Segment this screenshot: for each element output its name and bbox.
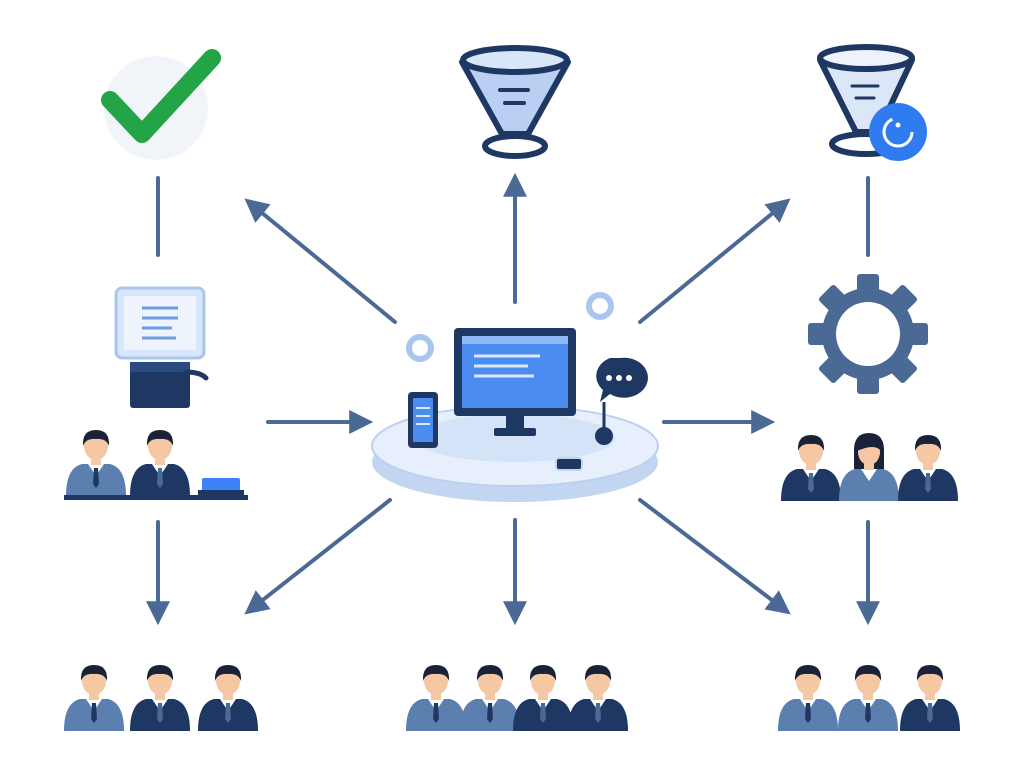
arrow-hub-to-approval [244,198,397,324]
node-dot-left [406,334,434,362]
right-team [781,433,958,501]
desk [64,495,248,500]
document-printer-icon [114,286,209,408]
phone-icon [408,392,438,448]
node-dot-right [586,292,614,320]
small-device-icon [555,457,583,471]
clock-badge-icon [869,103,927,161]
connectors [146,172,880,626]
arrow-hub-to-bottom-right [638,498,791,615]
check-icon [101,49,221,143]
central-hub [371,292,659,502]
monitor-icon [454,328,576,436]
arrow-hub-to-bottom-left [244,498,392,615]
laptop-icon [202,478,240,492]
funnel-icon [459,45,571,159]
bottom-center-team [406,665,628,731]
arrow-hub-to-filter-timed [638,198,791,324]
bottom-right-team [778,665,960,731]
desk-team [64,430,248,500]
approval-node [101,49,221,160]
funnel-clock-icon [817,44,927,161]
bottom-left-team [64,665,258,731]
chat-bubble-icon [595,357,648,445]
gear-icon [808,274,928,394]
